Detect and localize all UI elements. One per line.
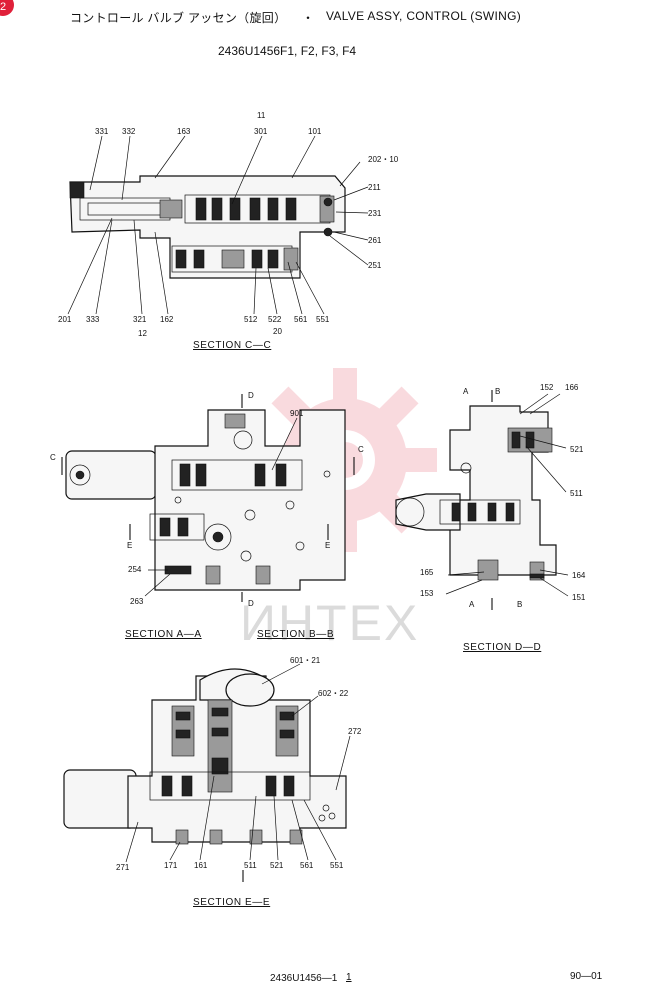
callout-521-ee: 521 xyxy=(270,861,284,870)
callout-901: 901 xyxy=(290,409,304,418)
section-dd-labels: A B 152 166 521 511 165 153 164 151 A B xyxy=(420,383,586,609)
watermark-text: ИНТЕХ xyxy=(240,595,419,651)
callout-164: 164 xyxy=(572,571,586,580)
page-badge: 2 xyxy=(0,0,14,16)
callout-20: 20 xyxy=(273,327,282,336)
title-english: VALVE ASSY, CONTROL (SWING) xyxy=(326,9,522,23)
part-numbers: 2436U1456F1, F2, F3, F4 xyxy=(218,44,357,58)
section-title-ee: SECTION E—E xyxy=(193,897,271,908)
cut-d-top: D xyxy=(248,391,254,400)
callout-101: 101 xyxy=(308,127,322,136)
section-ee-leaders xyxy=(125,663,351,882)
callout-332: 332 xyxy=(122,127,136,136)
callout-331: 331 xyxy=(95,127,109,136)
callout-165: 165 xyxy=(420,568,434,577)
callout-231: 231 xyxy=(368,209,382,218)
cut-e-left: E xyxy=(127,541,132,550)
callout-521: 521 xyxy=(570,445,584,454)
callout-151: 151 xyxy=(572,593,586,602)
section-ee-drawing xyxy=(63,668,347,845)
cut-c-right: C xyxy=(358,445,364,454)
section-cc-labels: 331 332 163 11 301 101 202・10 211 231 26… xyxy=(58,111,399,338)
callout-512: 512 xyxy=(244,315,258,324)
page-number: 90—01 xyxy=(570,971,603,982)
cut-b-bottom: B xyxy=(517,600,522,609)
section-title-cc: SECTION C—C xyxy=(193,340,272,351)
callout-162: 162 xyxy=(160,315,174,324)
callout-561: 561 xyxy=(294,315,308,324)
callout-152: 152 xyxy=(540,383,554,392)
callout-251: 251 xyxy=(368,261,382,270)
drawing-number: 2436U1456—1 xyxy=(270,973,338,984)
cut-a-bottom: A xyxy=(469,600,475,609)
callout-511: 511 xyxy=(570,489,583,498)
callout-602-22: 602・22 xyxy=(318,689,349,698)
callout-551: 551 xyxy=(316,315,330,324)
cut-e-right: E xyxy=(325,541,330,550)
cut-b-top: B xyxy=(495,387,500,396)
callout-271: 271 xyxy=(116,863,130,872)
callout-171: 171 xyxy=(164,861,178,870)
callout-321: 321 xyxy=(133,315,147,324)
cut-a-top: A xyxy=(463,387,469,396)
section-ab-leaders xyxy=(61,394,355,602)
section-ee-labels: 601・21 602・22 272 271 171 161 511 521 56… xyxy=(116,656,362,872)
section-ab-drawing xyxy=(65,409,346,591)
section-ab-labels: 901 254 263 D D C C E E xyxy=(50,391,364,608)
callout-11: 11 xyxy=(257,111,266,120)
callout-272: 272 xyxy=(348,727,362,736)
callout-12: 12 xyxy=(138,329,147,338)
callout-161: 161 xyxy=(194,861,208,870)
section-title-dd: SECTION D—D xyxy=(463,642,542,653)
cut-d-bottom: D xyxy=(248,599,254,608)
section-cc-leaders xyxy=(67,135,369,315)
section-dd-drawing xyxy=(395,405,557,581)
callout-561-ee: 561 xyxy=(300,861,314,870)
callout-601-21: 601・21 xyxy=(290,656,321,665)
callout-202-10: 202・10 xyxy=(368,155,399,164)
callout-261: 261 xyxy=(368,236,382,245)
cut-c-left: C xyxy=(50,453,56,462)
section-dd-leaders xyxy=(445,390,569,610)
callout-163: 163 xyxy=(177,127,191,136)
callout-166: 166 xyxy=(565,383,579,392)
title-separator: ・ xyxy=(302,11,315,25)
callout-201: 201 xyxy=(58,315,72,324)
sheet-mark: 1 xyxy=(346,972,352,983)
callout-333: 333 xyxy=(86,315,100,324)
callout-254: 254 xyxy=(128,565,142,574)
callout-211: 211 xyxy=(368,183,381,192)
section-title-bb: SECTION B—B xyxy=(257,629,335,640)
section-cc-drawing xyxy=(69,175,346,279)
title-japanese: コントロール バルブ アッセン（旋回） xyxy=(70,11,287,25)
callout-153: 153 xyxy=(420,589,434,598)
callout-301: 301 xyxy=(254,127,268,136)
callout-551-ee: 551 xyxy=(330,861,344,870)
callout-522: 522 xyxy=(268,315,282,324)
callout-511-ee: 511 xyxy=(244,861,257,870)
section-title-aa: SECTION A—A xyxy=(125,629,202,640)
callout-263: 263 xyxy=(130,597,144,606)
